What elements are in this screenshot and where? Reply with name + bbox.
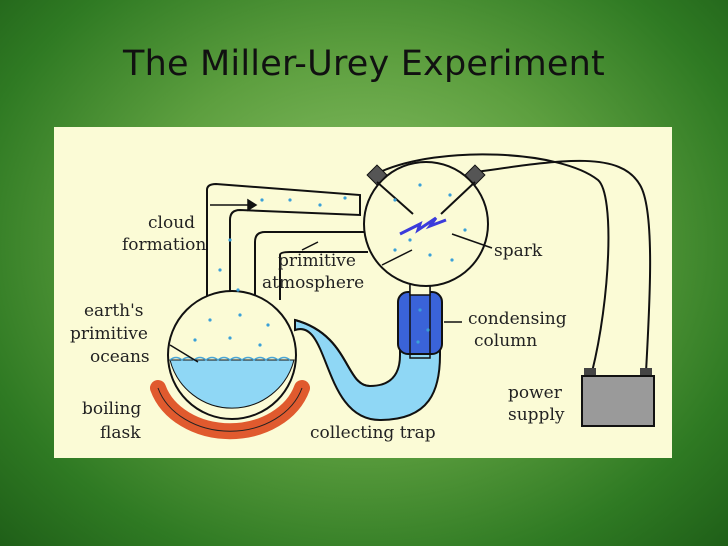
label-power-1: power: [508, 383, 563, 403]
ocean-water: [169, 359, 295, 409]
wire-left: [379, 153, 610, 373]
riser-tube: [206, 182, 361, 301]
molecule-dots: [193, 183, 467, 347]
label-oceans-2: primitive: [70, 324, 148, 344]
label-boiling-1: boiling: [82, 399, 141, 419]
label-cloud-1: cloud: [148, 213, 195, 233]
label-primitive-1: primitive: [278, 251, 356, 271]
slide-title: The Miller-Urey Experiment: [123, 44, 605, 84]
label-oceans-1: earth's: [84, 301, 144, 321]
label-primitive-2: atmosphere: [262, 273, 364, 293]
return-tube: [254, 231, 370, 300]
wire-right: [475, 159, 652, 373]
label-spark: spark: [494, 241, 543, 261]
label-power-2: supply: [508, 405, 565, 425]
label-boiling-2: flask: [100, 423, 141, 443]
label-condensing-1: condensing: [468, 309, 567, 329]
spark-bolt: [399, 216, 447, 236]
label-condensing-2: column: [474, 331, 537, 351]
label-oceans-3: oceans: [90, 347, 150, 367]
condensing-column: [397, 291, 443, 355]
power-supply: [581, 375, 655, 427]
label-cloud-2: formation: [122, 235, 206, 255]
label-collecting-trap: collecting trap: [310, 423, 436, 443]
